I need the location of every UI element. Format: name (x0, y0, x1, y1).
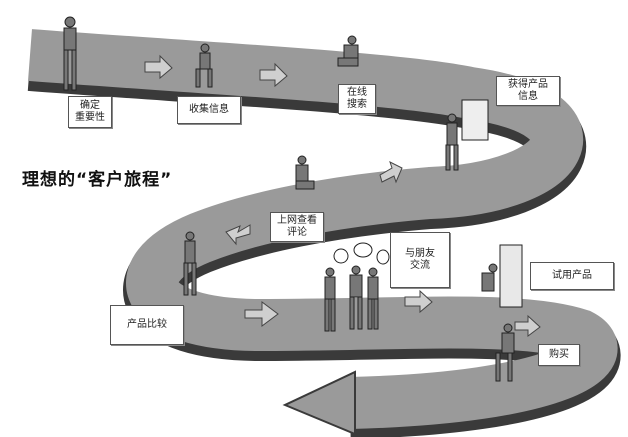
step-label-purchase: 购买 (538, 344, 580, 366)
step-label-importance: 确定 重要性 (68, 96, 112, 128)
step-label-compare-products: 产品比较 (110, 305, 184, 345)
person-icon (195, 43, 213, 88)
arrow-icon (514, 314, 541, 337)
step-label-read-reviews: 上网查看 评论 (270, 212, 324, 242)
person-icon (445, 99, 489, 171)
road-arrowhead (282, 370, 356, 436)
person-icon (367, 267, 379, 330)
step-label-talk-friends: 与朋友 交流 (390, 232, 450, 288)
person-icon (337, 35, 359, 67)
person-icon (183, 231, 197, 296)
people-figures (63, 16, 523, 382)
person-icon (349, 265, 363, 330)
step-label-product-info: 获得产品 信息 (496, 76, 560, 106)
direction-arrows (144, 54, 541, 337)
arrow-icon (379, 161, 403, 184)
arrow-icon (404, 289, 433, 314)
person-icon (324, 267, 336, 332)
step-label-collect-info: 收集信息 (177, 96, 241, 124)
person-icon (495, 323, 515, 382)
person-icon (295, 155, 315, 190)
person-icon (63, 16, 77, 91)
road-surface (28, 29, 618, 429)
speech-bubbles (333, 242, 390, 265)
arrow-icon (144, 54, 173, 80)
step-label-online-search: 在线 搜索 (338, 84, 376, 114)
page-title: 理想的“客户旅程” (22, 170, 173, 190)
step-label-try-product: 试用产品 (530, 262, 614, 290)
arrow-icon (244, 301, 279, 327)
arrow-icon (259, 62, 288, 88)
kiosk-icon (481, 244, 523, 308)
arrow-icon (225, 224, 251, 246)
